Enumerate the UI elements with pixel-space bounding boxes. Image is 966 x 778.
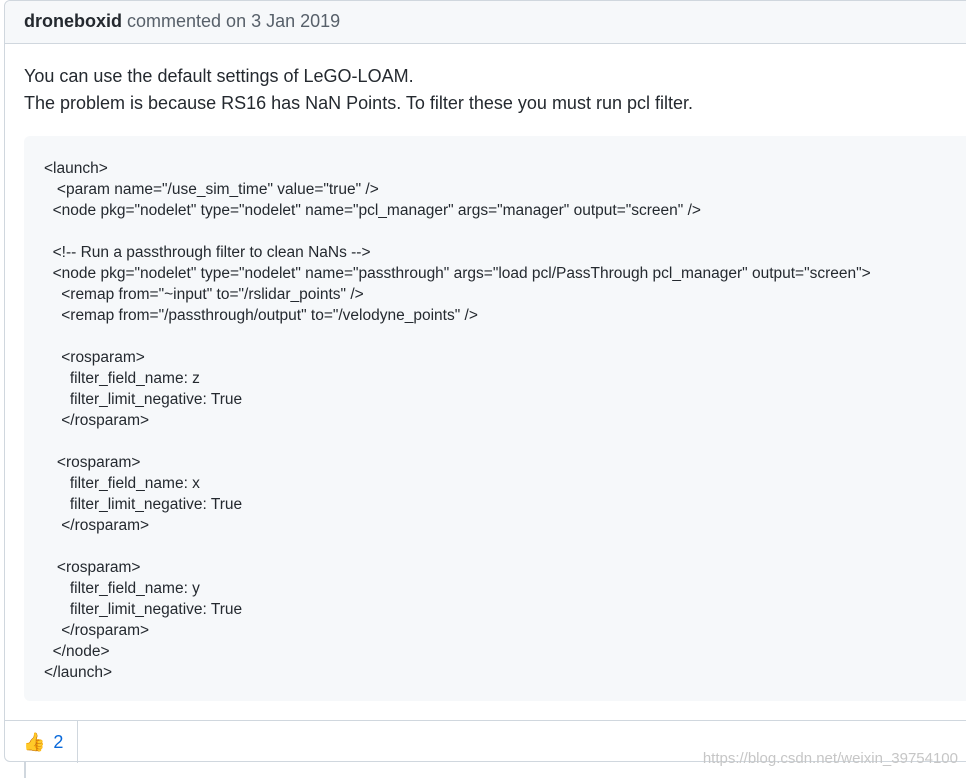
watermark-text: https://blog.csdn.net/weixin_39754100 bbox=[702, 750, 958, 767]
comment-text-line: You can use the default settings of LeGO… bbox=[24, 66, 414, 86]
comment-author-link[interactable]: droneboxid bbox=[24, 11, 122, 31]
thumbs-up-reaction-button[interactable]: 👍 2 bbox=[5, 721, 78, 763]
comment-action: commented on bbox=[127, 11, 247, 31]
reaction-count: 2 bbox=[53, 731, 64, 752]
reactions-bar: 👍 2 bbox=[5, 720, 966, 763]
comment-body: You can use the default settings of LeGO… bbox=[24, 63, 966, 117]
comment-date[interactable]: 3 Jan 2019 bbox=[251, 11, 341, 31]
comment-card: droneboxid commented on 3 Jan 2019 You c… bbox=[4, 0, 966, 763]
thumbs-up-icon: 👍 bbox=[23, 732, 46, 752]
code-content: <launch> <param name="/use_sim_time" val… bbox=[44, 160, 871, 681]
timeline-connector bbox=[24, 762, 26, 778]
comment-text-line: The problem is because RS16 has NaN Poin… bbox=[24, 93, 693, 113]
code-block: <launch> <param name="/use_sim_time" val… bbox=[24, 136, 966, 701]
comment-header: droneboxid commented on 3 Jan 2019 bbox=[5, 1, 966, 44]
